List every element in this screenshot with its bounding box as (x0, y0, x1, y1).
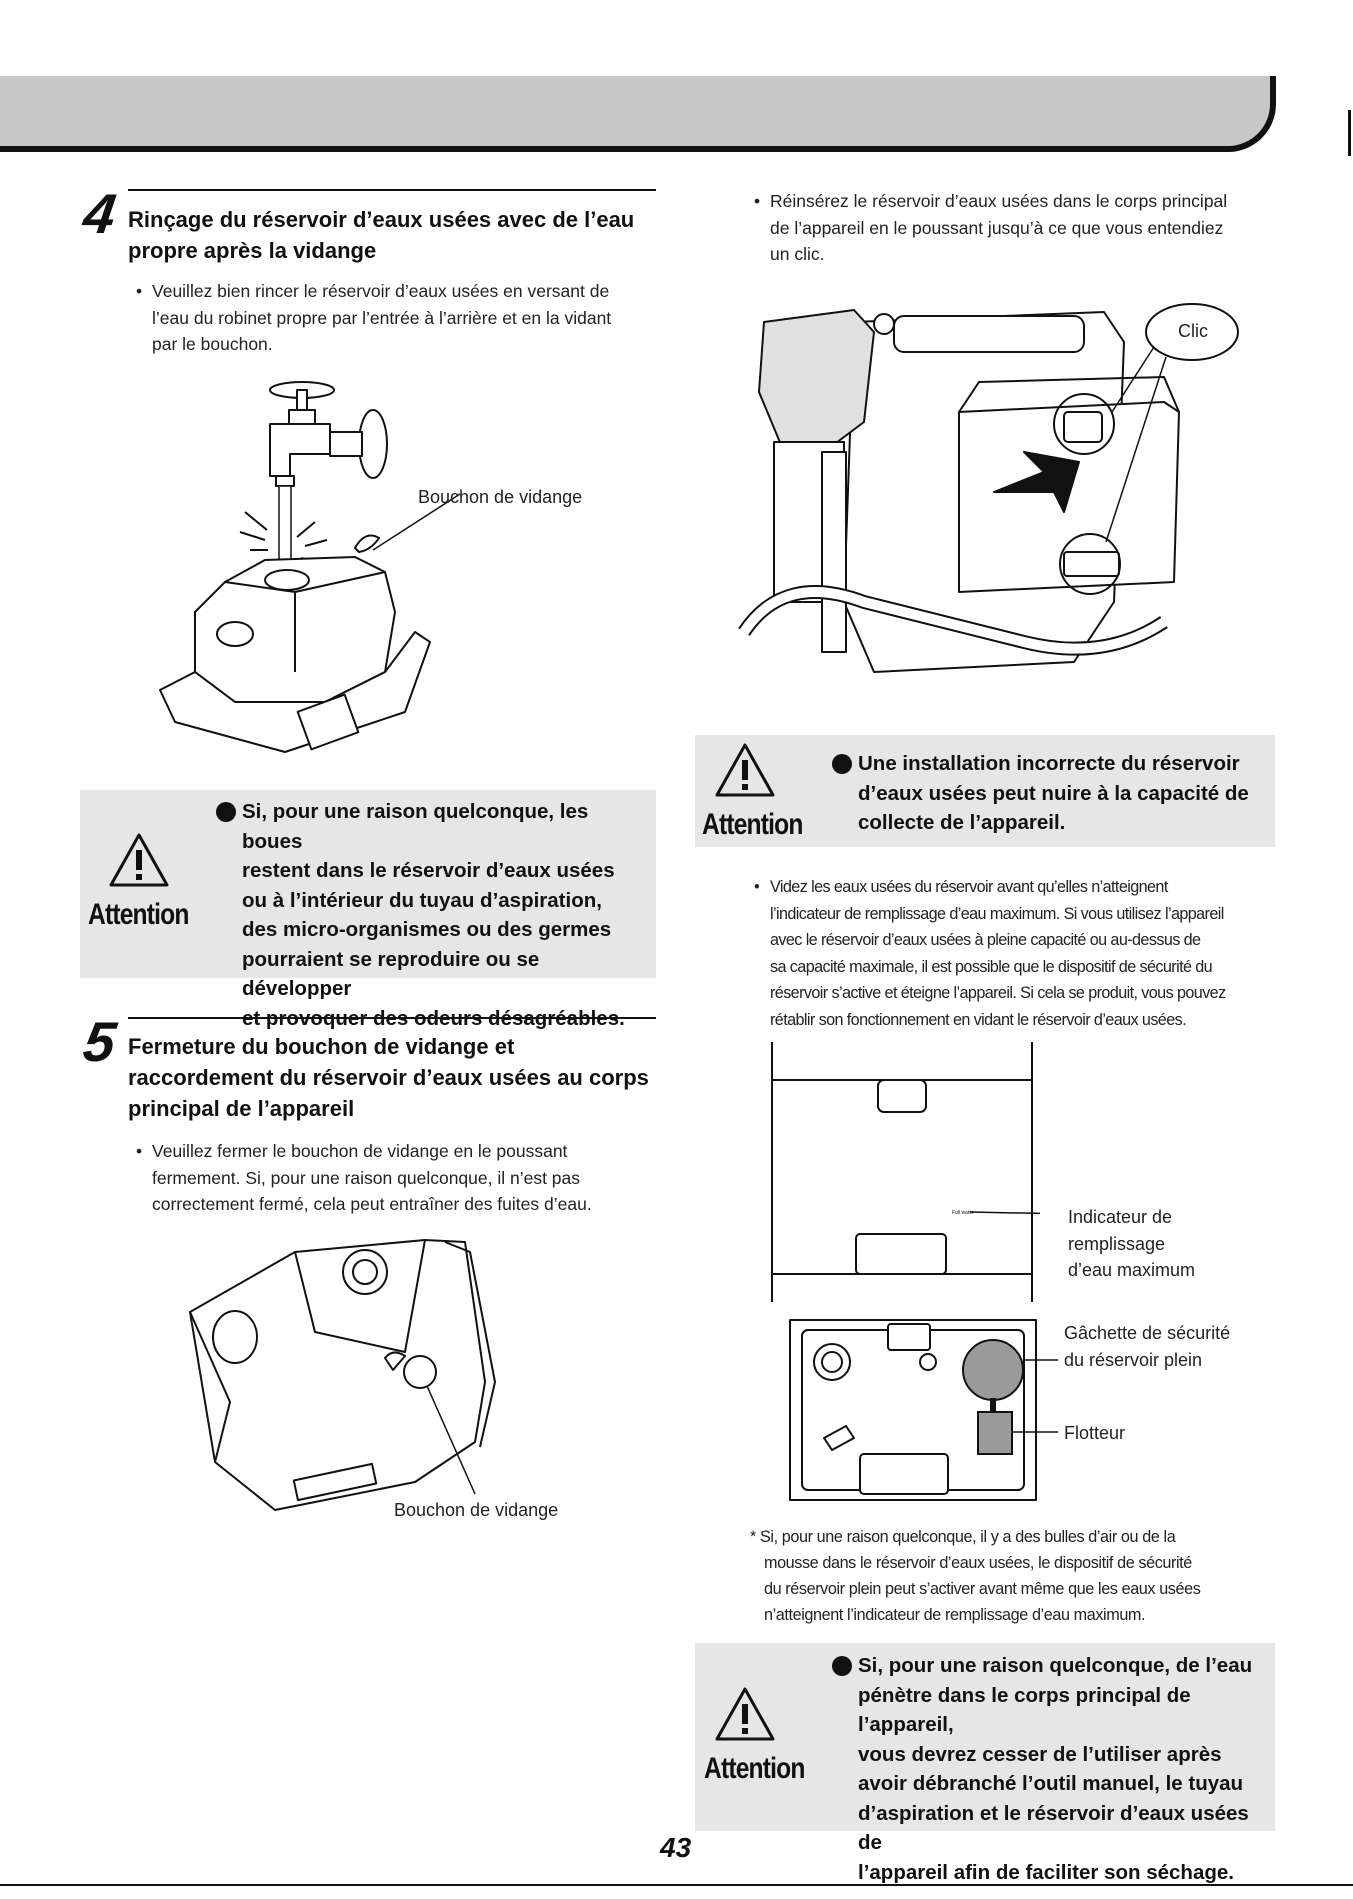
bullet-line: l’eau du robinet propre par l’entrée à l… (152, 307, 612, 328)
step-5-bullet: • Veuillez fermer le bouchon de vidange … (136, 1138, 652, 1218)
attention-label: Attention (702, 808, 803, 841)
warning-triangle-icon (715, 1687, 775, 1741)
step-4-number: 4 (79, 182, 120, 245)
click-label: Clic (1178, 321, 1208, 341)
attention-line: pénètre dans le corps principal de l’app… (858, 1683, 1191, 1737)
step-5-rule (128, 1017, 656, 1019)
attention-line: collecte de l’appareil. (858, 811, 1066, 834)
label-line: remplissage (1068, 1233, 1166, 1254)
step-4-rule (128, 189, 656, 191)
attention-line: des micro-organismes ou des germes (242, 918, 612, 941)
step-5-number: 5 (79, 1010, 120, 1073)
bullet-line: sa capacité maximale, il est possible qu… (770, 957, 1213, 976)
edge-mark (1348, 110, 1351, 156)
bullet-line: Réinsérez le réservoir d’eaux usées dans… (770, 191, 1228, 211)
attention-text: Si, pour une raison quelconque, les boue… (216, 797, 652, 1033)
footnote-line: du réservoir plein peut s’activer avant … (764, 1580, 1201, 1598)
attention-line: pourraient se reproduire ou se développe… (242, 947, 540, 1001)
label-line: Gâchette de sécurité (1064, 1323, 1231, 1343)
bottom-rule (0, 1884, 1353, 1886)
bullet-line: réservoir s’active et éteigne l’appareil… (770, 984, 1226, 1002)
step-5-title: Fermeture du bouchon de vidange et racco… (128, 1031, 649, 1124)
bullet-line: correctement fermé, cela peut entraîner … (152, 1194, 592, 1214)
warning-triangle-icon (715, 743, 775, 797)
step-5-title-line: Fermeture du bouchon de vidange et (128, 1034, 515, 1059)
bullet-line: avec le réservoir d’eaux usées à pleine … (770, 931, 1201, 949)
footnote: * Si, pour une raison quelconque, il y a… (750, 1524, 1270, 1628)
step-4-bullet: • Veuillez bien rincer le réservoir d’ea… (136, 278, 652, 358)
bullet-line: rétablir son fonctionnement en vidant le… (770, 1010, 1187, 1029)
page-number: 43 (660, 1832, 692, 1863)
bullet-line: Veuillez bien rincer le réservoir d’eaux… (152, 281, 610, 301)
footnote-line: mousse dans le réservoir d’eaux usées, l… (764, 1554, 1192, 1572)
attention-line: vous devrez cesser de l’utiliser après (858, 1742, 1222, 1766)
label-line: du réservoir plein (1064, 1349, 1203, 1370)
step-4-title-line: propre après la vidange (128, 238, 377, 263)
attention-line: d’eaux usées peut nuire à la capacité de (858, 781, 1249, 805)
attention-line: Si, pour une raison quelconque, les boue… (242, 800, 589, 853)
attention-line: d’aspiration et le réservoir d’eaux usée… (858, 1801, 1249, 1855)
reinsert-bullet: • Réinsérez le réservoir d’eaux usées da… (754, 188, 1270, 268)
bullet-dot: • (136, 1141, 143, 1161)
step-5-title-line: raccordement du réservoir d’eaux usées a… (128, 1065, 649, 1090)
bullet-dot: • (754, 191, 761, 211)
empty-tank-bullet: • Videz les eaux usées du réservoir avan… (754, 874, 1278, 1033)
attention-line: restent dans le réservoir d’eaux usées (242, 859, 615, 882)
drain-plug-tank-illustration (189, 1239, 496, 1511)
step-4-title-line: Rinçage du réservoir d’eaux usées avec d… (128, 207, 635, 232)
bullet-line: fermement. Si, pour une raison quelconqu… (152, 1167, 581, 1188)
attention-box (80, 790, 656, 978)
tank-front-illustration: Full water (771, 1042, 1040, 1302)
bullet-dot: • (754, 878, 760, 896)
attention-line: l’appareil afin de faciliter son séchage… (858, 1860, 1234, 1884)
attention-line: avoir débranché l’outil manuel, le tuyau (858, 1772, 1244, 1795)
attention-text: Si, pour une raison quelconque, de l’eau… (832, 1651, 1274, 1887)
label-line: Indicateur de (1068, 1207, 1173, 1227)
step-5-title-line: principal de l’appareil (128, 1096, 355, 1121)
attention-label: Attention (704, 1752, 805, 1785)
attention-line: Une installation incorrecte du réservoir (858, 752, 1240, 775)
header-band (0, 76, 1276, 152)
safety-trigger-label: Gâchette de sécurité du réservoir plein (1064, 1320, 1230, 1373)
attention-box (695, 1643, 1275, 1831)
step-4-title: Rinçage du réservoir d’eaux usées avec d… (128, 204, 634, 266)
max-indicator-label: Indicateur de remplissage d’eau maximum (1068, 1204, 1195, 1284)
footnote-line: n’atteignent l’indicateur de remplissage… (764, 1606, 1146, 1624)
attention-line: Si, pour une raison quelconque, de l’eau (858, 1654, 1253, 1677)
attention-label: Attention (88, 898, 189, 931)
float-label: Flotteur (1064, 1423, 1126, 1443)
tank-insertion-illustration (738, 303, 1239, 673)
attention-line: ou à l’intérieur du tuyau d’aspiration, (242, 888, 602, 912)
attention-text: Une installation incorrecte du réservoir… (832, 749, 1268, 838)
full-water-mark: Full water (952, 1210, 974, 1216)
bullet-line: l’indicateur de remplissage d’eau maximu… (770, 904, 1224, 923)
attention-box (695, 735, 1275, 847)
warning-triangle-icon (109, 833, 169, 887)
tank-interior-illustration (789, 1319, 1058, 1501)
faucet-rinse-illustration (159, 381, 461, 753)
footnote-line: * Si, pour une raison quelconque, il y a… (750, 1528, 1176, 1546)
bullet-dot: • (136, 281, 143, 301)
label-line: d’eau maximum (1068, 1260, 1196, 1280)
bullet-ball-icon (832, 1656, 852, 1676)
bullet-ball-icon (216, 802, 236, 822)
drain-plug-label: Bouchon de vidange (394, 1500, 559, 1520)
drain-plug-label: Bouchon de vidange (418, 487, 583, 507)
bullet-line: par le bouchon. (152, 334, 273, 354)
bullet-line: de l’appareil en le poussant jusqu’à ce … (770, 217, 1224, 238)
bullet-ball-icon (832, 754, 852, 774)
bullet-line: Veuillez fermer le bouchon de vidange en… (152, 1141, 568, 1161)
bullet-line: un clic. (770, 244, 825, 264)
bullet-line: Videz les eaux usées du réservoir avant … (770, 878, 1168, 896)
